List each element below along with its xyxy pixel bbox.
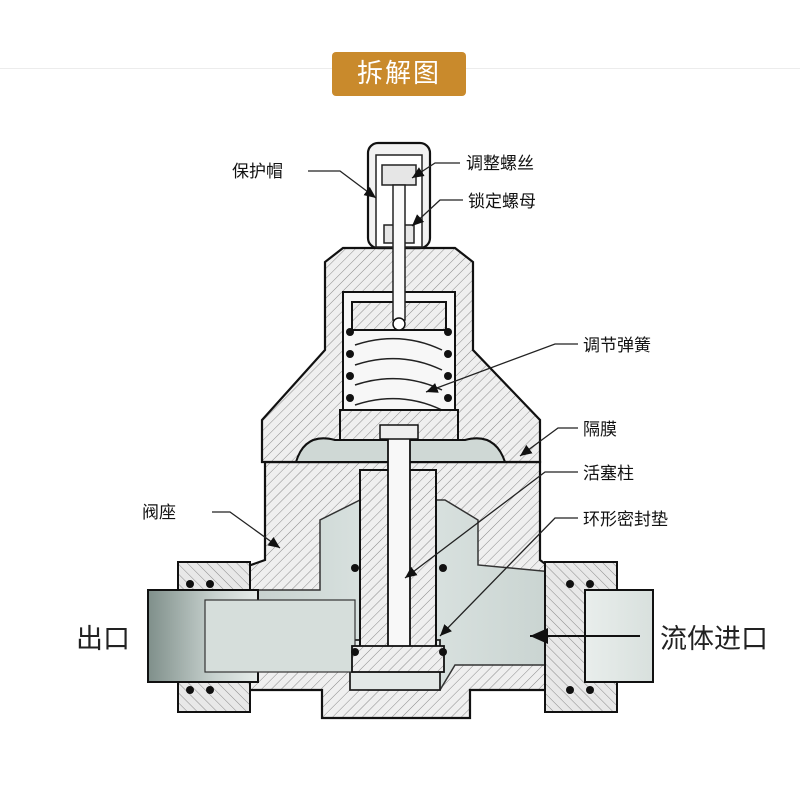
- label-valve-seat: 阀座: [142, 503, 176, 523]
- label-lock-nut: 锁定螺母: [468, 192, 536, 212]
- label-outlet: 出口: [76, 624, 130, 655]
- label-fluid-inlet: 流体进口: [660, 624, 768, 655]
- label-piston-rod: 活塞柱: [583, 464, 634, 484]
- label-adjusting-spring: 调节弹簧: [583, 336, 651, 356]
- label-adjusting-screw: 调整螺丝: [466, 154, 534, 174]
- label-o-ring-seal: 环形密封垫: [583, 510, 668, 530]
- piston-rod: [351, 424, 447, 673]
- leader-lines: [212, 162, 578, 637]
- label-protective-cap: 保护帽: [232, 162, 283, 182]
- inlet-fitting: [530, 561, 654, 713]
- label-diaphragm: 隔膜: [583, 420, 617, 440]
- outlet-fitting: [147, 561, 356, 713]
- title-badge: 拆解图: [332, 52, 466, 96]
